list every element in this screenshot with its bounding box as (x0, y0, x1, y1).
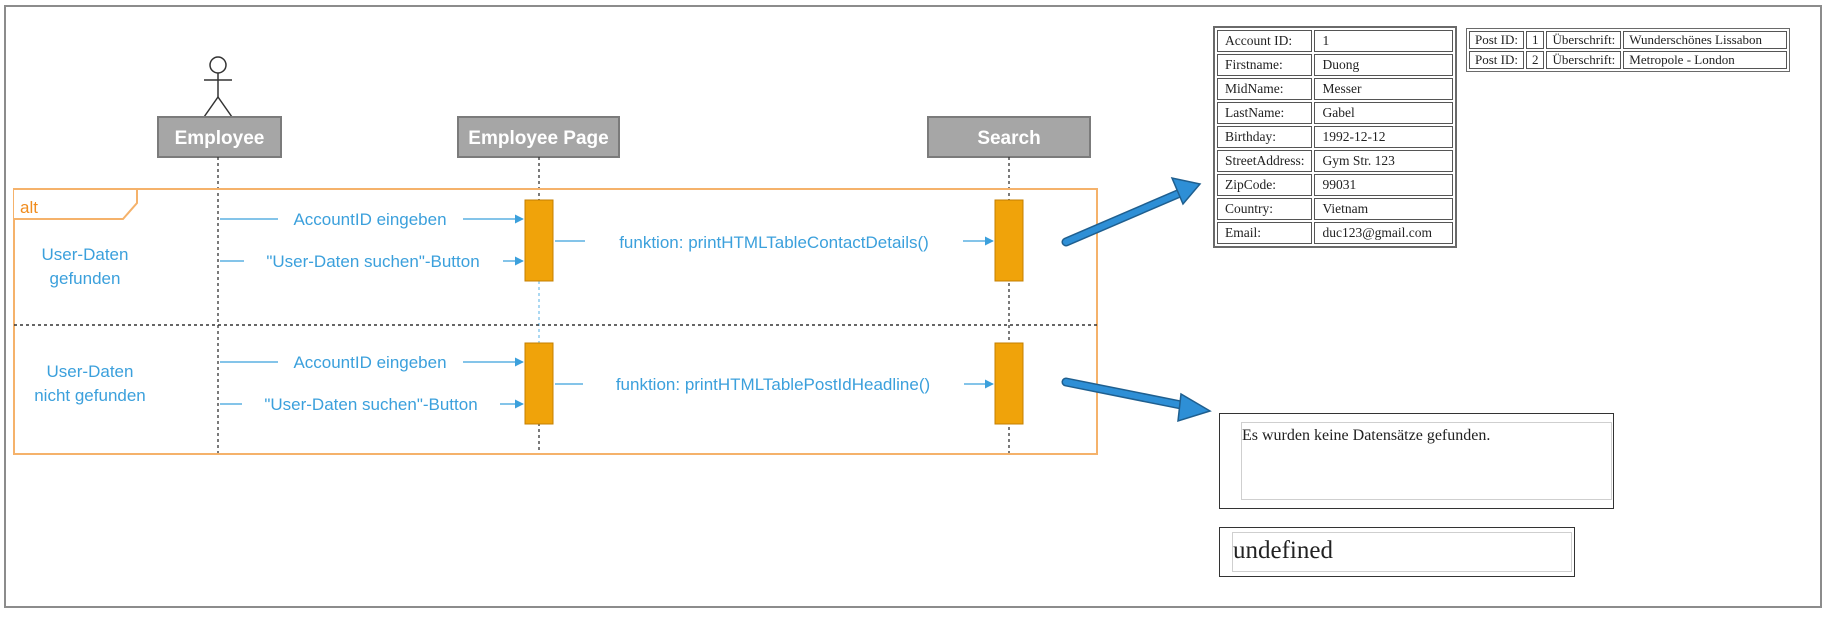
table-row: Country:Vietnam (1217, 198, 1454, 220)
contact-field-label: Firstname: (1217, 54, 1313, 76)
activation-search-1 (994, 199, 1024, 282)
actor-figure (203, 56, 233, 118)
lifeline-header-employee-page: Employee Page (457, 116, 620, 158)
result-arrow-down (1061, 377, 1212, 423)
lifeline-header-search: Search (927, 116, 1091, 158)
headline-value: Wunderschönes Lissabon (1623, 31, 1788, 49)
post-id-label: Post ID: (1469, 51, 1524, 69)
not-found-message: Es wurden keine Datensätze gefunden. (1242, 427, 1491, 444)
lifeline-label-search: Search (977, 128, 1040, 149)
guard-2-line-1: User-Daten (47, 362, 134, 381)
headline-label: Überschrift: (1546, 51, 1622, 69)
guard-2-line-2: nicht gefunden (34, 386, 146, 405)
contact-field-value: 1992-12-12 (1314, 126, 1454, 148)
undefined-inner: undefined (1232, 532, 1572, 572)
result-arrow-up (1061, 176, 1202, 247)
alt-operator-label: alt (20, 198, 38, 217)
headline-label: Überschrift: (1546, 31, 1622, 49)
table-row: Birthday:1992-12-12 (1217, 126, 1454, 148)
message-2-function-label: funktion: printHTMLTablePostIdHeadline() (616, 375, 930, 394)
contact-field-label: StreetAddress: (1217, 150, 1313, 172)
alt-fragment: alt (13, 188, 1098, 455)
guard-1-line-1: User-Daten (42, 245, 129, 264)
post-id-value: 1 (1525, 31, 1545, 49)
contact-field-value: Gabel (1314, 102, 1454, 124)
contact-field-label: Email: (1217, 222, 1313, 244)
contact-field-value: Vietnam (1314, 198, 1454, 220)
contact-field-value: Duong (1314, 54, 1454, 76)
message-1-account-label: AccountID eingeben (293, 210, 446, 229)
lifeline-label-employee-page: Employee Page (468, 128, 608, 149)
contact-field-value: Messer (1314, 78, 1454, 100)
lifeline-header-employee: Employee (157, 116, 282, 158)
not-found-inner: Es wurden keine Datensätze gefunden. (1241, 422, 1612, 500)
contact-field-label: Birthday: (1217, 126, 1313, 148)
not-found-box: Es wurden keine Datensätze gefunden. (1219, 413, 1614, 509)
outer-frame (4, 5, 1822, 608)
undefined-box: undefined (1219, 527, 1575, 577)
table-row: StreetAddress:Gym Str. 123 (1217, 150, 1454, 172)
message-2-button-label: "User-Daten suchen"-Button (264, 395, 477, 414)
contact-field-value: Gym Str. 123 (1314, 150, 1454, 172)
contact-field-label: LastName: (1217, 102, 1313, 124)
lifeline-label-employee: Employee (175, 128, 265, 149)
guard-1-line-2: gefunden (50, 269, 121, 288)
contact-field-value: duc123@gmail.com (1314, 222, 1454, 244)
message-1-function-label: funktion: printHTMLTableContactDetails() (619, 233, 929, 252)
message-2-account-label: AccountID eingeben (293, 353, 446, 372)
table-row: Email:duc123@gmail.com (1217, 222, 1454, 244)
table-row: Account ID:1 (1217, 30, 1454, 52)
headline-value: Metropole - London (1623, 51, 1788, 69)
undefined-text: undefined (1233, 537, 1333, 564)
contact-field-value: 99031 (1314, 174, 1454, 196)
table-row: LastName:Gabel (1217, 102, 1454, 124)
post-id-value: 2 (1525, 51, 1545, 69)
activation-employee-page-2 (524, 342, 554, 425)
post-id-label: Post ID: (1469, 31, 1524, 49)
activation-search-2 (994, 342, 1024, 425)
contact-field-label: Country: (1217, 198, 1313, 220)
contact-field-label: ZipCode: (1217, 174, 1313, 196)
contact-field-label: MidName: (1217, 78, 1313, 100)
table-row: MidName:Messer (1217, 78, 1454, 100)
contact-field-value: 1 (1314, 30, 1454, 52)
contact-field-label: Account ID: (1217, 30, 1313, 52)
activation-employee-page-1 (524, 199, 554, 282)
message-1-button-label: "User-Daten suchen"-Button (266, 252, 479, 271)
table-row: Firstname:Duong (1217, 54, 1454, 76)
table-row: ZipCode:99031 (1217, 174, 1454, 196)
